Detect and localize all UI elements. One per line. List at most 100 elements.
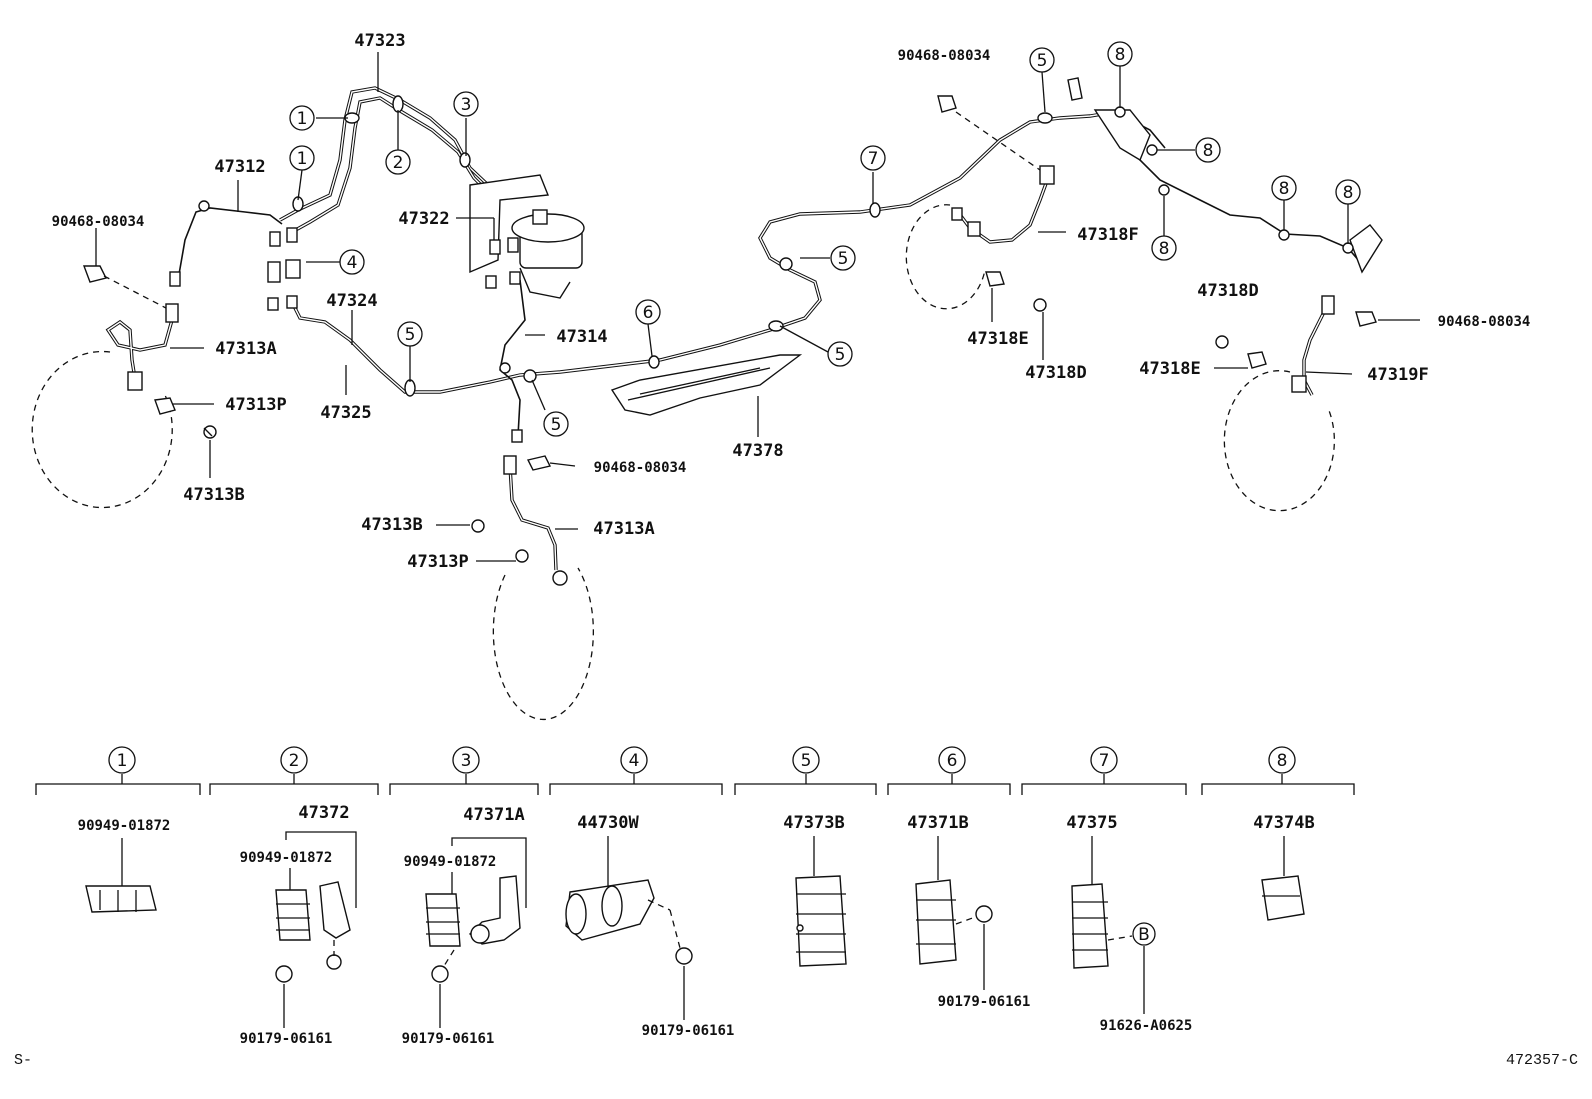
part-labels: 47323 47312 47322 47324 4 7 3 2 5 47314 4731…	[52, 31, 1531, 572]
callout-5-c	[830, 245, 856, 271]
legend-1-part-a: 90949-01872	[78, 818, 171, 834]
legend-callout-7	[1090, 746, 1118, 774]
label-47313A-left: 47313A	[215, 339, 276, 359]
leader-lines	[95, 52, 1420, 562]
label-90468-08034-topright: 90468-08034	[898, 48, 991, 64]
callout-1-a-text: 1	[297, 109, 308, 129]
callout-3-text: 3	[461, 95, 472, 115]
label-47314: 47314	[556, 327, 607, 347]
bolt-2	[275, 965, 293, 983]
callout-5-b	[543, 411, 569, 437]
callout-2-text: 2	[393, 153, 404, 173]
label-47322: 47322	[398, 209, 449, 229]
legend-callout-4	[620, 746, 648, 774]
nut-6	[975, 905, 993, 923]
callout-4-text: 4	[347, 253, 358, 273]
callout-8-a-text: 8	[1115, 45, 1126, 65]
callout-8-b-text: 8	[1203, 141, 1214, 161]
legend-callout-2	[280, 746, 308, 774]
callout-circles: 1 1 2 3 4 5 5 6 5 5 7 5 8 8 8 8 8	[289, 41, 1361, 437]
callout-8-c	[1151, 235, 1177, 261]
legend-2-part-c: 90179-06161	[240, 1031, 333, 1047]
left-fittings	[169, 200, 301, 311]
callout-3	[453, 91, 479, 117]
callout-5-a	[397, 321, 423, 347]
label-90468-08034-left: 90468-08034	[52, 214, 145, 230]
clip-90949-01872	[85, 885, 157, 913]
label-47318D-a: 47318D	[1025, 363, 1086, 383]
legend-4-part-b: 90179-06161	[642, 1023, 735, 1039]
legend-2-part-a: 47372	[298, 803, 349, 823]
callout-2	[385, 149, 411, 175]
legend-num-1: 1	[117, 751, 128, 771]
legend-2-part-b: 90949-01872	[240, 850, 333, 866]
callout-7	[860, 145, 886, 171]
legend-3-part-c: 90179-06161	[402, 1031, 495, 1047]
legend-num-2: 2	[289, 751, 300, 771]
legend-5-part-a: 47373B	[783, 813, 844, 833]
clip-47371B	[915, 879, 957, 965]
label-47319F: 47319F	[1367, 365, 1428, 385]
bracket-47372	[319, 881, 351, 939]
legend-num-7: 7	[1099, 751, 1110, 771]
legend-4-part-a: 44730W	[577, 813, 639, 833]
label-47313P-mid: 47313P	[407, 552, 468, 572]
label-47313P-left: 47313P	[225, 395, 286, 415]
label-47318E-a: 47318E	[967, 329, 1028, 349]
legend-8-part-a: 47374B	[1253, 813, 1314, 833]
nut-2	[326, 954, 342, 970]
legend-6-part-b: 90179-06161	[938, 994, 1031, 1010]
callout-1-b	[289, 145, 315, 171]
callout-8-e	[1335, 179, 1361, 205]
legend-num-6: 6	[947, 751, 958, 771]
rear-right-area	[905, 77, 1383, 512]
clip-47375	[1071, 883, 1109, 969]
clip-47373B	[795, 875, 847, 967]
callout-8-a	[1107, 41, 1133, 67]
legend-3-part-b: 90949-01872	[404, 854, 497, 870]
label-47312: 47312	[214, 157, 265, 177]
callout-5-d	[827, 341, 853, 367]
label-47313A-mid: 47313A	[593, 519, 654, 539]
tube-clips	[292, 95, 1354, 397]
callout-5-c-text: 5	[838, 249, 849, 269]
legend-num-8: 8	[1277, 751, 1288, 771]
clip-legend: 1 2 3 4 5 6 7 8 90949-01872 47372 90949-…	[35, 746, 1355, 1047]
callout-1-a	[289, 105, 315, 131]
callout-7-text: 7	[868, 149, 879, 169]
callout-8-d-text: 8	[1279, 179, 1290, 199]
legend-num-4: 4	[629, 751, 640, 771]
master-cylinder	[469, 174, 585, 299]
callout-B	[1132, 922, 1156, 946]
callout-6	[635, 299, 661, 325]
callout-5-b-text: 5	[551, 415, 562, 435]
legend-callout-1	[108, 746, 136, 774]
bolt-3	[431, 965, 449, 983]
callout-4	[339, 249, 365, 275]
callout-5-e-text: 5	[1037, 51, 1048, 71]
label-90468-08034-mid: 90468-08034	[594, 460, 687, 476]
clip-body-2	[275, 889, 311, 941]
label-47378: 47378	[732, 441, 783, 461]
clip-47374B	[1261, 875, 1305, 921]
label-47323: 47323	[354, 31, 405, 51]
label-47324: 47324	[326, 291, 377, 311]
label-47318F: 47318F	[1077, 225, 1138, 245]
legend-6-part-a: 47371B	[907, 813, 968, 833]
left-front-hose	[31, 265, 217, 509]
right-front-hose	[471, 429, 594, 721]
callout-5-d-text: 5	[835, 345, 846, 365]
legend-callout-8	[1268, 746, 1296, 774]
callout-8-e-text: 8	[1343, 183, 1354, 203]
legend-callout-3	[452, 746, 480, 774]
clip-collar-3	[470, 924, 490, 944]
legend-7-part-b: B	[1138, 925, 1150, 945]
label-47318E-b: 47318E	[1139, 359, 1200, 379]
legend-7-part-a: 47375	[1066, 813, 1117, 833]
legend-callout-5	[792, 746, 820, 774]
callout-6-text: 6	[643, 303, 654, 323]
clip-body-3	[425, 893, 461, 947]
callout-8-c-text: 8	[1159, 239, 1170, 259]
